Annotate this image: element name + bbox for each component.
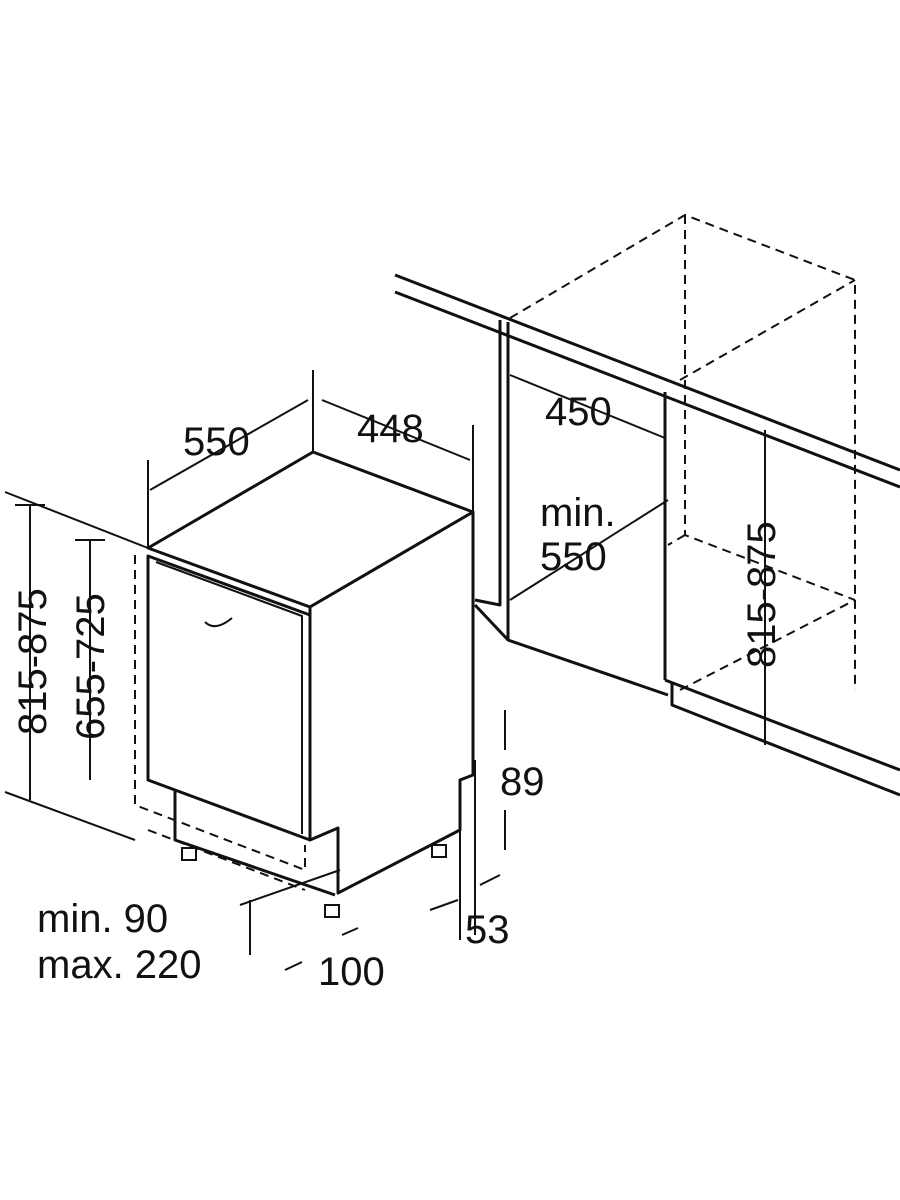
countertop [394,273,900,489]
dimension-lines [15,370,766,971]
door-handle [204,617,233,628]
adjacent-cabinet [473,320,900,797]
plinth-height-label-line2: max. 220 [37,943,202,987]
front-panel-dashed [134,555,306,891]
plinth-height-label-line1: min. 90 [37,897,168,941]
plinth-depth-label: 100 [318,950,385,994]
foot-offset-label: 53 [465,908,510,952]
feet [181,844,447,918]
min-depth-label-line1: min. [540,491,616,535]
niche-height-label: 815-875 [740,521,784,668]
reference-lines-left [4,491,149,841]
min-depth-label-line2: 550 [540,535,607,579]
niche-dashed-outline [509,213,856,691]
cabinet-width-label: 450 [545,390,612,434]
height-label: 815-875 [11,588,55,735]
door-height-label: 655-725 [69,593,113,740]
width-label: 448 [357,407,424,451]
dishwasher-body [146,450,475,918]
depth-label: 550 [183,420,250,464]
plinth-offset-label: 89 [500,760,545,804]
